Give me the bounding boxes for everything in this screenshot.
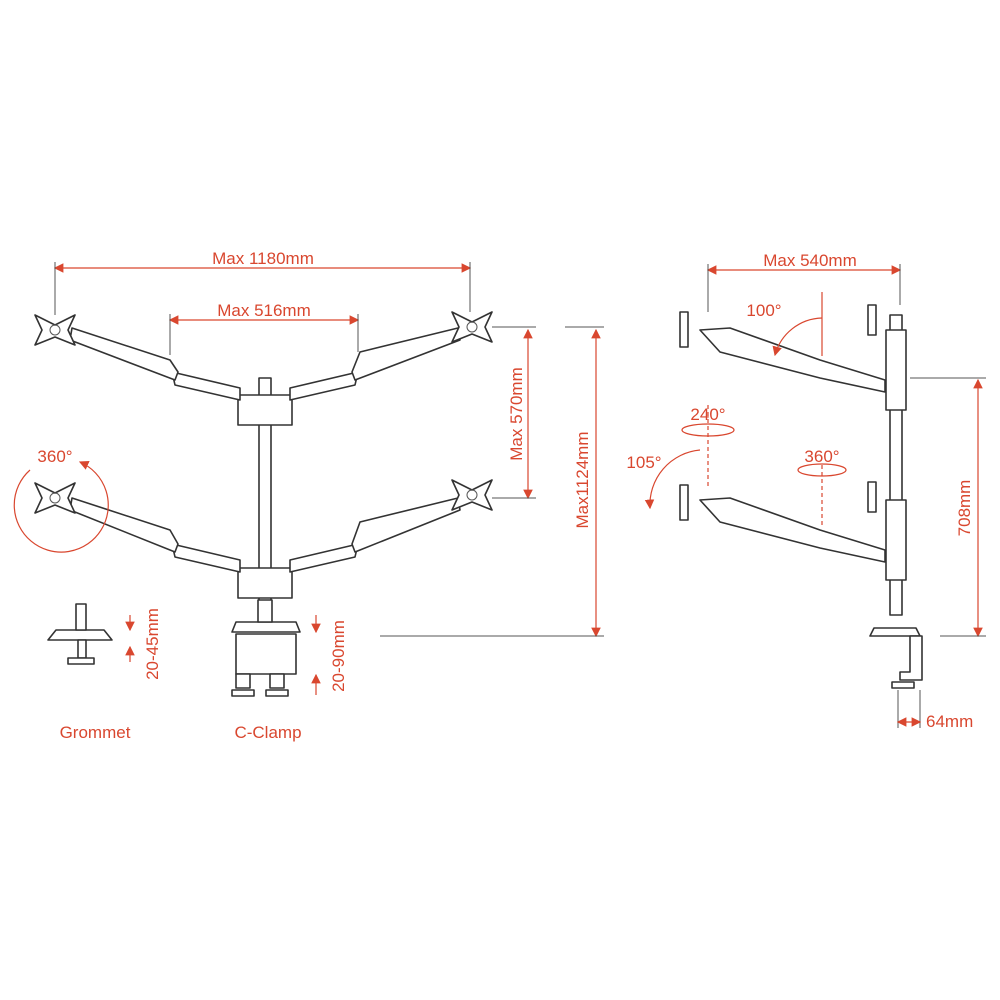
width-label: Max 1180mm <box>212 249 314 268</box>
grommet-label: Grommet <box>60 723 131 742</box>
swivel-label: 240° <box>690 405 725 424</box>
tilt-arc <box>772 317 823 357</box>
c-clamp-thickness-label: 20-90mm <box>329 620 348 692</box>
rotation-label: 360° <box>37 447 72 466</box>
swivel-arc <box>681 423 735 437</box>
lower-left-arm <box>69 497 241 573</box>
lower-hub <box>237 567 293 599</box>
side-upper-hub <box>885 329 907 411</box>
lower-tilt-arc <box>644 449 701 510</box>
front-view: Max 1180mm Max 516mm Max 570mm Max1124mm… <box>13 249 604 742</box>
vesa-plate-top-right <box>451 311 493 343</box>
lower-right-arm <box>289 497 461 573</box>
side-height-label: 708mm <box>955 480 974 537</box>
side-lower-plate <box>679 484 689 521</box>
grommet-thickness-label: 20-45mm <box>143 608 162 680</box>
c-clamp-base <box>231 599 301 697</box>
clamp-offset-label: 64mm <box>926 712 973 731</box>
side-clamp <box>869 627 923 689</box>
vesa-plate-bottom-left <box>34 482 76 514</box>
upper-hub <box>237 394 293 426</box>
arm-span-label: Max 516mm <box>217 301 311 320</box>
side-mid-plate <box>867 481 877 513</box>
rotation-arc <box>13 460 109 553</box>
tilt-label: 100° <box>746 301 781 320</box>
depth-label: Max 540mm <box>763 251 857 270</box>
upper-right-arm <box>289 327 461 401</box>
upper-left-arm <box>69 327 241 401</box>
side-upper-plate <box>679 311 689 348</box>
height-label: Max1124mm <box>573 432 592 529</box>
side-lower-hub <box>885 499 907 581</box>
rotation-side-arc <box>797 463 847 477</box>
side-rotation-label: 360° <box>804 447 839 466</box>
vertical-spacing-label: Max 570mm <box>507 367 526 461</box>
lower-tilt-label: 105° <box>626 453 661 472</box>
grommet-base <box>47 603 113 665</box>
vesa-plate-top-left <box>34 314 76 346</box>
side-lower-arm <box>699 497 886 563</box>
side-top-plate <box>867 304 877 336</box>
c-clamp-label: C-Clamp <box>234 723 301 742</box>
side-view: Max 540mm 100° 240° 105° 360° 708mm 64mm <box>626 251 986 731</box>
side-upper-arm <box>699 327 886 393</box>
vesa-plate-bottom-right <box>451 479 493 511</box>
